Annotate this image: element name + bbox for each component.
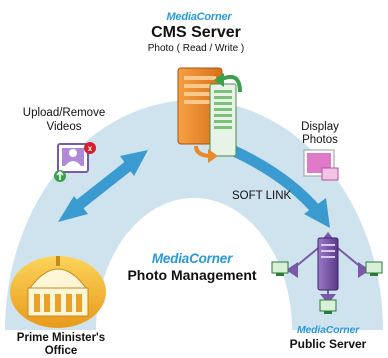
upload-label-line2: Videos (46, 121, 82, 133)
cms-brand: MediaCorner (166, 11, 232, 23)
display-label-line2: Photos (302, 134, 338, 146)
display-photos-icon (303, 149, 339, 181)
center-title: Photo Management (127, 267, 257, 283)
public-brand: MediaCorner (297, 324, 359, 336)
upload-label-line1: Upload/Remove (22, 107, 106, 119)
soft-link-label: SOFT LINK (232, 190, 292, 202)
public-title: Public Server (289, 337, 367, 351)
public-server-icon (271, 232, 383, 314)
pm-office-icon (10, 256, 106, 328)
cms-title: CMS Server (151, 24, 241, 41)
soft-link-arrow (229, 145, 330, 228)
upload-video-icon: x (54, 142, 96, 182)
display-label-line1: Display (301, 121, 339, 133)
sync-arrow-left (58, 150, 148, 222)
center-brand: MediaCorner (151, 251, 233, 266)
cms-server-icon (177, 67, 242, 163)
cms-subtitle: Photo ( Read / Write ) (147, 43, 245, 54)
svg-text:x: x (88, 144, 93, 153)
pm-label-line1: Prime Minister's (16, 332, 106, 344)
pm-label-line2: Office (44, 345, 78, 357)
